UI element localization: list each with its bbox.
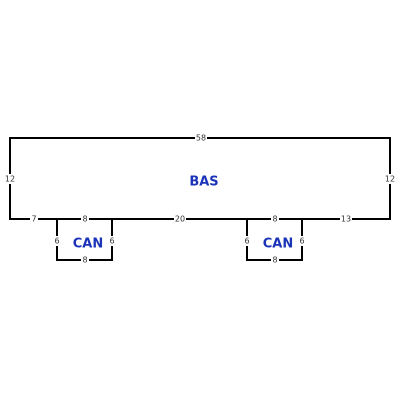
dimension-left-alcove-left: 6 [54,237,59,246]
dimension-bottom-right-end: 13 [341,215,351,224]
main-room-outline [9,137,391,261]
dimension-labels: 58 12 12 7 8 20 8 13 6 6 8 6 6 8 [4,133,396,265]
dimension-right-alcove-top: 8 [272,215,277,224]
right-alcove-label: CAN [263,237,293,252]
left-alcove-label: CAN [73,237,103,252]
dimension-right-alcove-right: 6 [299,237,304,246]
dimension-left-alcove-bottom: 8 [82,256,87,265]
walls [9,137,391,261]
dimension-left-alcove-right: 6 [109,237,114,246]
dimension-left-side: 12 [5,175,15,184]
main-room-label: BAS [189,175,218,190]
dimension-top: 58 [196,134,206,143]
dimension-left-alcove-top: 8 [82,215,87,224]
dimension-right-alcove-bottom: 8 [272,256,277,265]
dimension-bottom-middle: 20 [175,215,185,224]
dimension-right-alcove-left: 6 [244,237,249,246]
dimension-right-side: 12 [385,175,395,184]
dimension-bottom-left-end: 7 [31,215,36,224]
